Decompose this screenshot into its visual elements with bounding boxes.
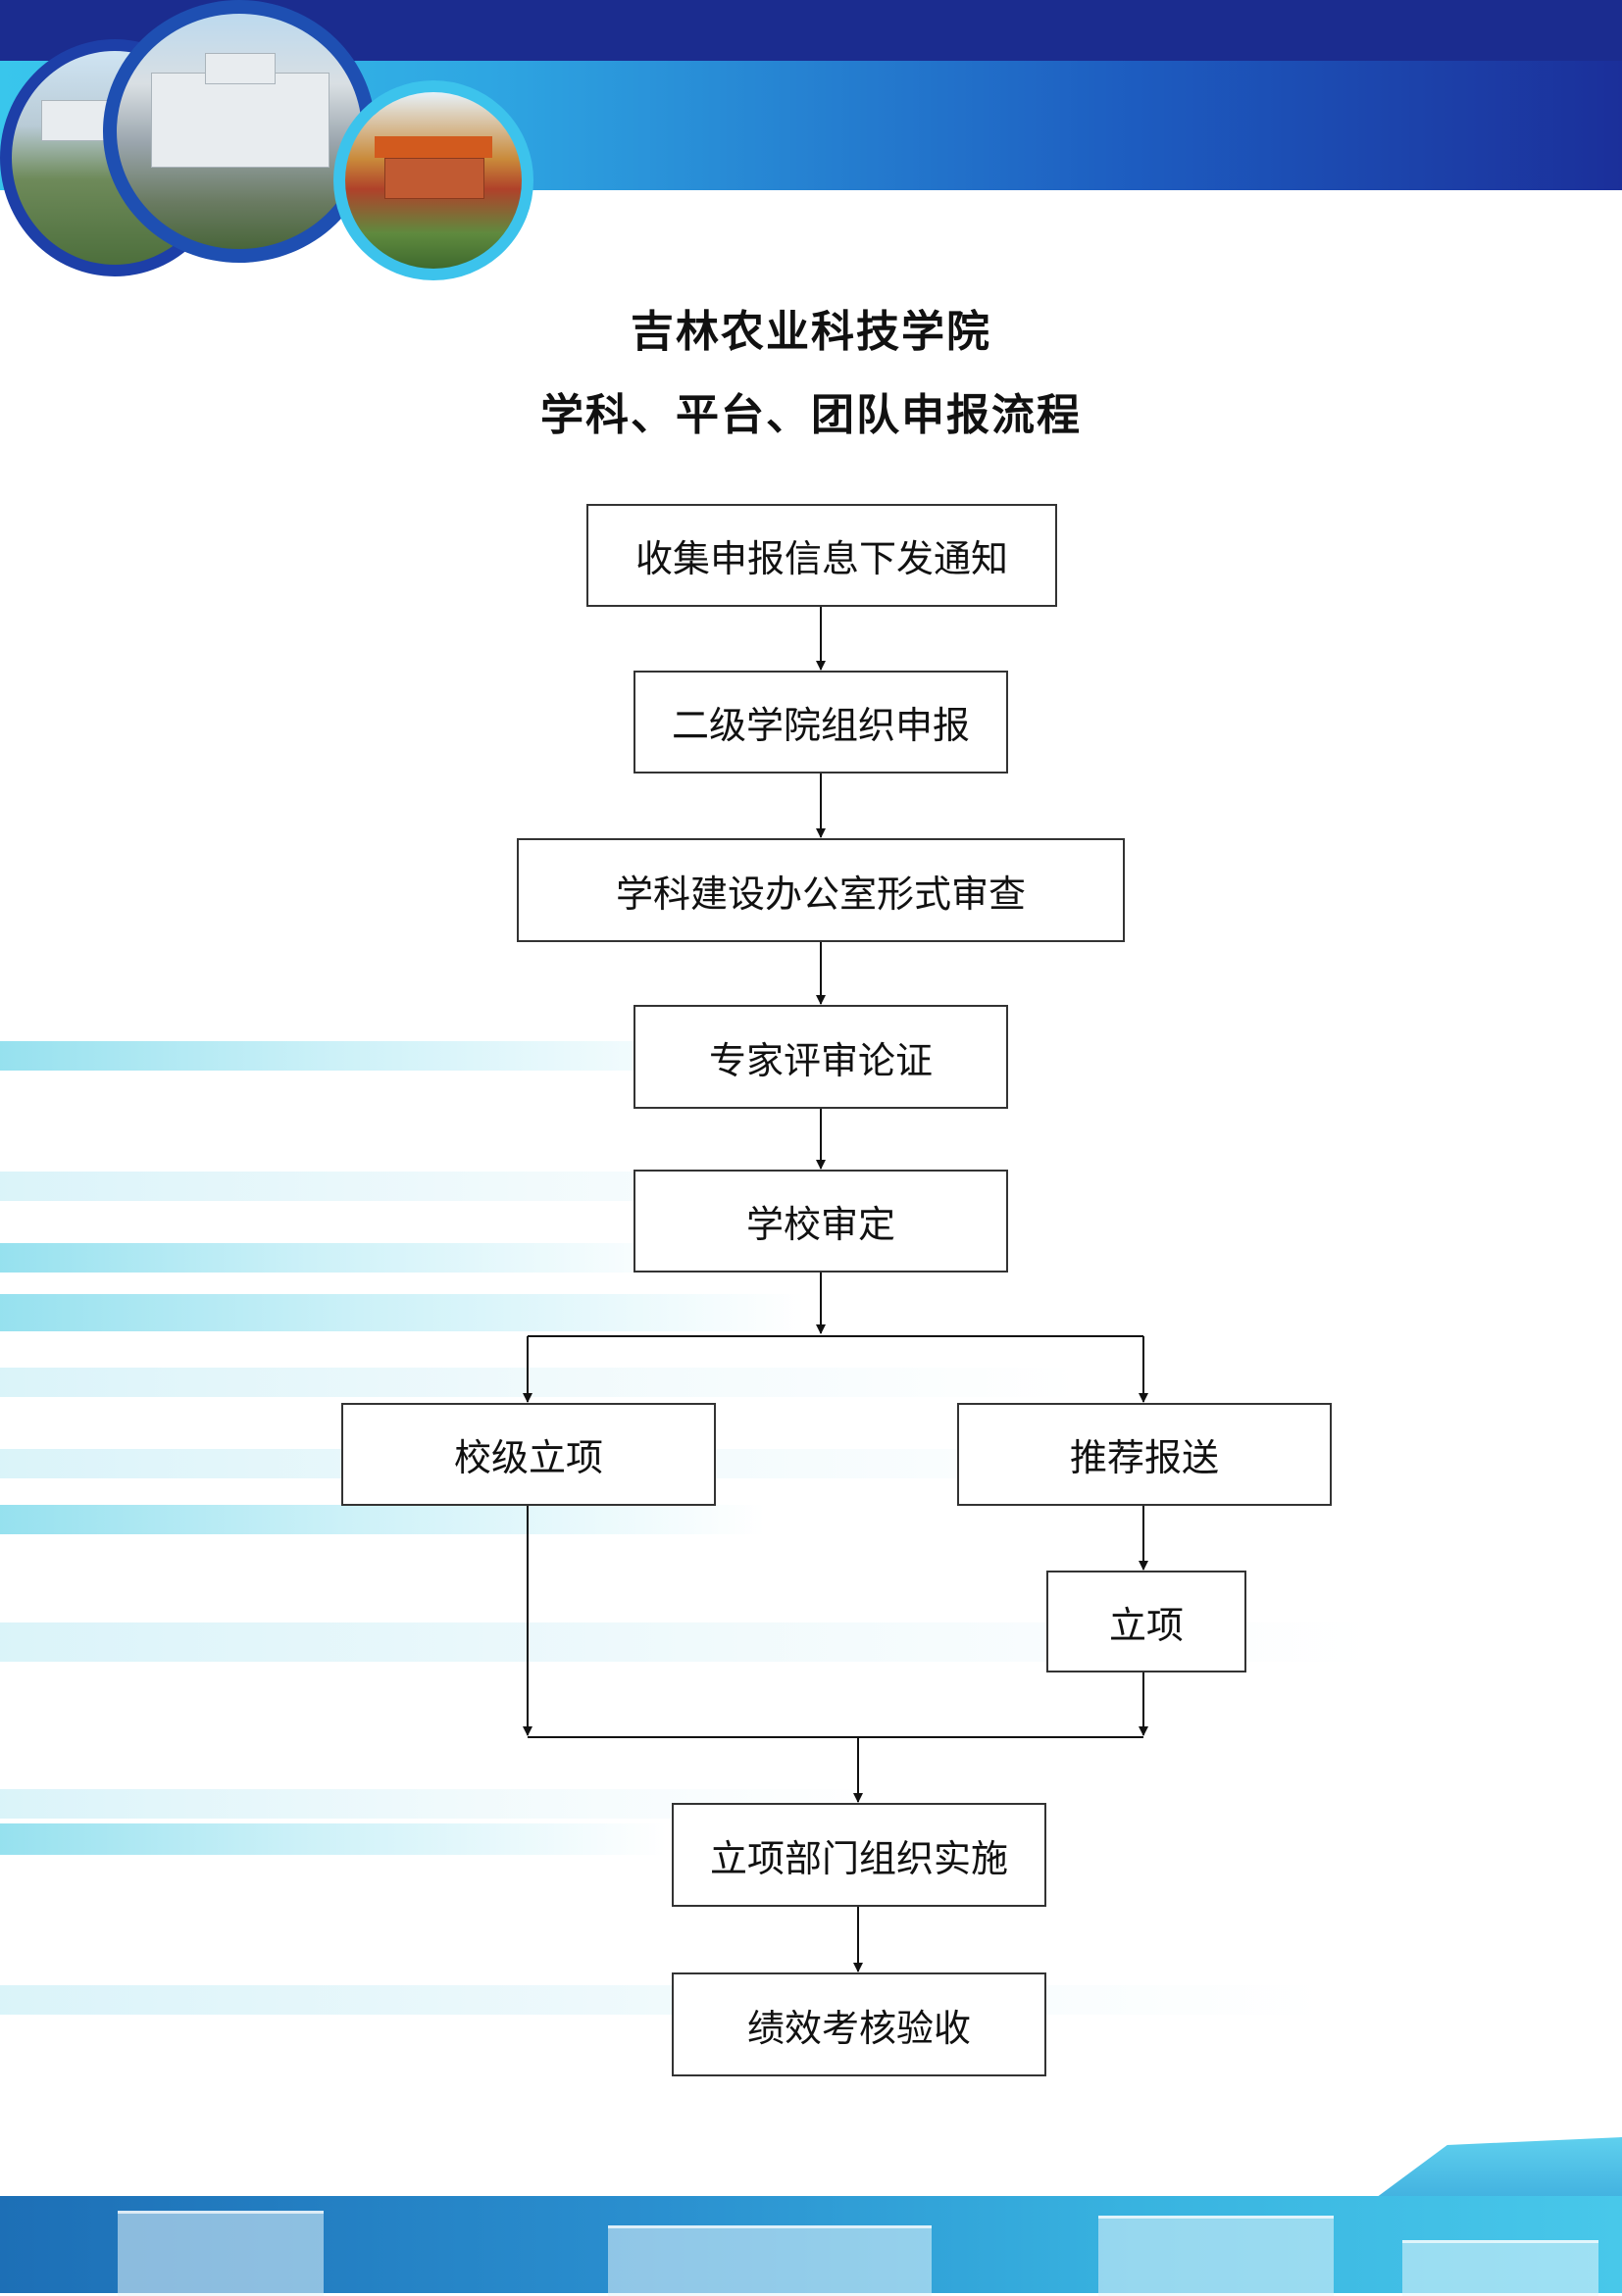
page-title: 吉林农业科技学院 — [631, 307, 991, 357]
flow-step-implementation: 立项部门组织实施 — [672, 1803, 1046, 1907]
background-streak — [0, 1823, 667, 1855]
campus-panorama-photo — [0, 2196, 1622, 2296]
flow-step-college-apply: 二级学院组织申报 — [634, 671, 1008, 774]
background-streak — [0, 1505, 765, 1534]
background-streak — [0, 1243, 686, 1273]
page-subtitle: 学科、平台、团队申报流程 — [540, 390, 1082, 440]
flow-step-collect-notify: 收集申报信息下发通知 — [586, 504, 1057, 607]
flow-step-acceptance: 绩效考核验收 — [672, 1972, 1046, 2076]
flow-branch-approval: 立项 — [1046, 1571, 1246, 1672]
background-streak — [0, 1985, 1324, 2015]
background-streak — [0, 1368, 1079, 1397]
flow-step-formal-review: 学科建设办公室形式审查 — [517, 838, 1125, 942]
flow-step-expert-review: 专家评审论证 — [634, 1005, 1008, 1109]
flow-branch-school-level: 校级立项 — [341, 1403, 716, 1506]
flow-step-school-approval: 学校审定 — [634, 1170, 1008, 1273]
background-streak — [0, 1294, 804, 1331]
flow-branch-recommend: 推荐报送 — [957, 1403, 1332, 1506]
background-streak — [0, 1041, 745, 1071]
